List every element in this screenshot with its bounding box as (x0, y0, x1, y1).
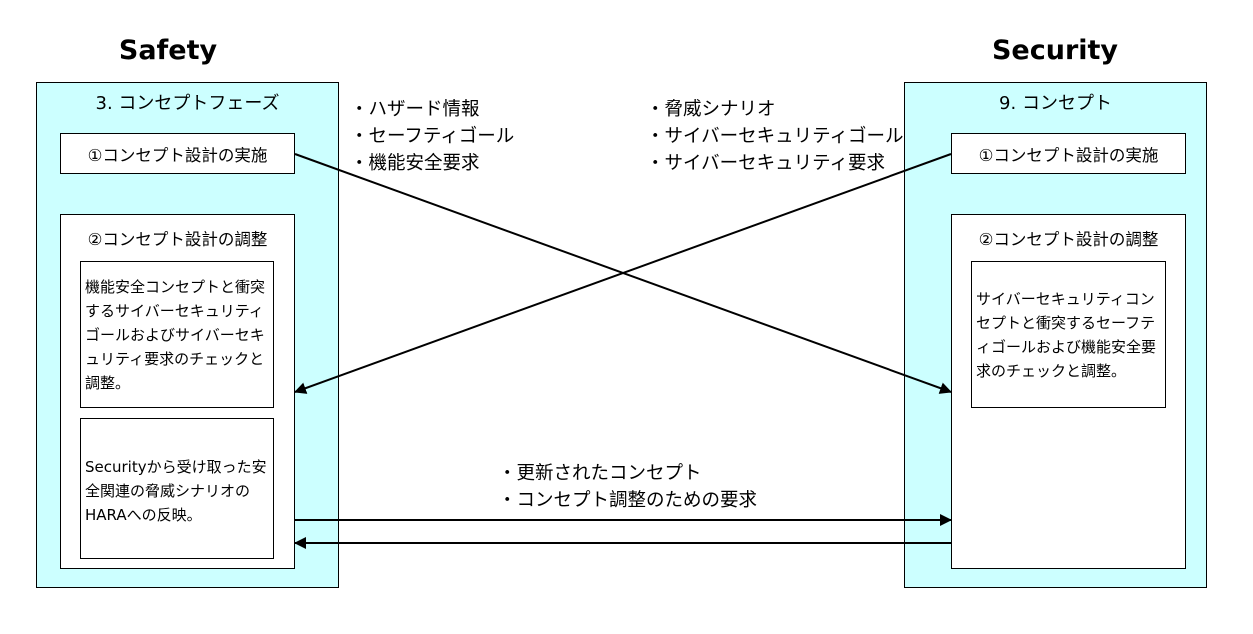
security-to-safety-flow-items: 脅威シナリオ サイバーセキュリティゴール サイバーセキュリティ要求 (646, 96, 904, 177)
flow-item: セーフティゴール (350, 123, 515, 150)
safety-conflict-check-note: 機能安全コンセプトと衝突するサイバーセキュリティゴールおよびサイバーセキュリティ… (80, 261, 274, 408)
security-conflict-check-text: サイバーセキュリティコンセプトと衝突するセーフティゴールおよび機能安全要求のチェ… (976, 289, 1157, 380)
safety-phase-title: 3. コンセプトフェーズ (95, 93, 280, 114)
bidirectional-flow-items: 更新されたコンセプト コンセプト調整のための要求 (498, 460, 758, 514)
safety-step1-label: ①コンセプト設計の実施 (87, 145, 268, 165)
safety-to-security-arrow (294, 153, 952, 394)
safety-to-security-flow-items: ハザード情報 セーフティゴール 機能安全要求 (350, 96, 515, 177)
safety-heading: Safety (118, 35, 218, 66)
safety-step1-box: ①コンセプト設計の実施 (60, 133, 295, 174)
flow-item: コンセプト調整のための要求 (498, 487, 758, 514)
flow-item: 機能安全要求 (350, 150, 514, 177)
security-conflict-check-note: サイバーセキュリティコンセプトと衝突するセーフティゴールおよび機能安全要求のチェ… (971, 261, 1166, 408)
safety-conflict-check-text: 機能安全コンセプトと衝突するサイバーセキュリティゴールおよびサイバーセキュリティ… (85, 277, 266, 392)
safety-step2-label: ②コンセプト設計の調整 (87, 230, 268, 249)
security-step1-label: ①コンセプト設計の実施 (978, 145, 1159, 165)
security-step1-box: ①コンセプト設計の実施 (951, 133, 1186, 174)
flow-item: サイバーセキュリティ要求 (646, 150, 904, 177)
flow-item: ハザード情報 (350, 96, 514, 123)
security-step2-label: ②コンセプト設計の調整 (978, 230, 1159, 249)
security-phase-title: 9. コンセプト (999, 93, 1112, 114)
flow-item: 脅威シナリオ (646, 96, 904, 123)
flow-item: サイバーセキュリティゴール (646, 123, 904, 150)
safety-hara-update-note: Securityから受け取った安全関連の脅威シナリオのHARAへの反映。 (80, 418, 274, 559)
security-heading: Security (991, 35, 1119, 66)
safety-hara-update-text: Securityから受け取った安全関連の脅威シナリオのHARAへの反映。 (85, 458, 267, 524)
flow-item: 更新されたコンセプト (498, 460, 757, 487)
security-to-safety-arrow (294, 153, 952, 394)
